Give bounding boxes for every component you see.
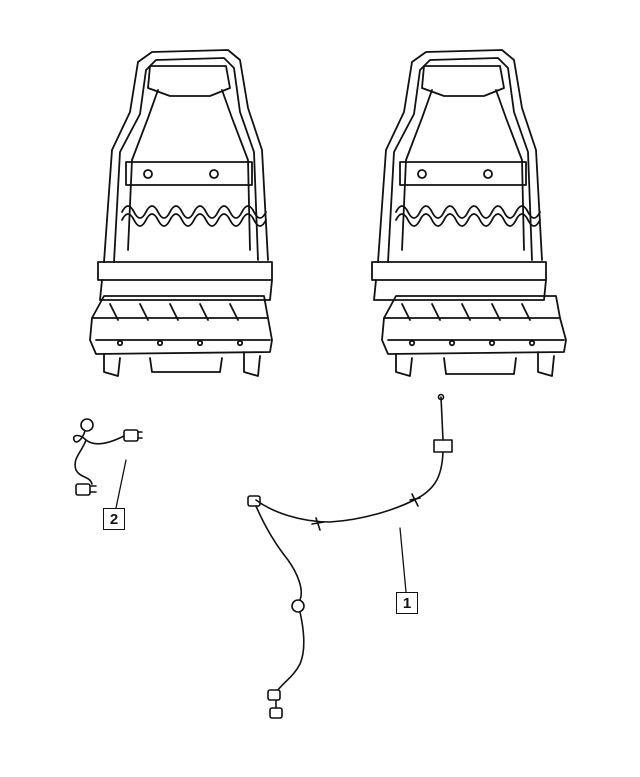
callout-2-label: 2 bbox=[103, 508, 125, 530]
seat-frame-right bbox=[371, 49, 567, 377]
callout-1-label: 1 bbox=[396, 592, 418, 614]
wiring-harness-part-2 bbox=[72, 418, 143, 509]
seat-frame-left bbox=[89, 49, 273, 377]
wiring-harness-part-1 bbox=[247, 393, 453, 719]
